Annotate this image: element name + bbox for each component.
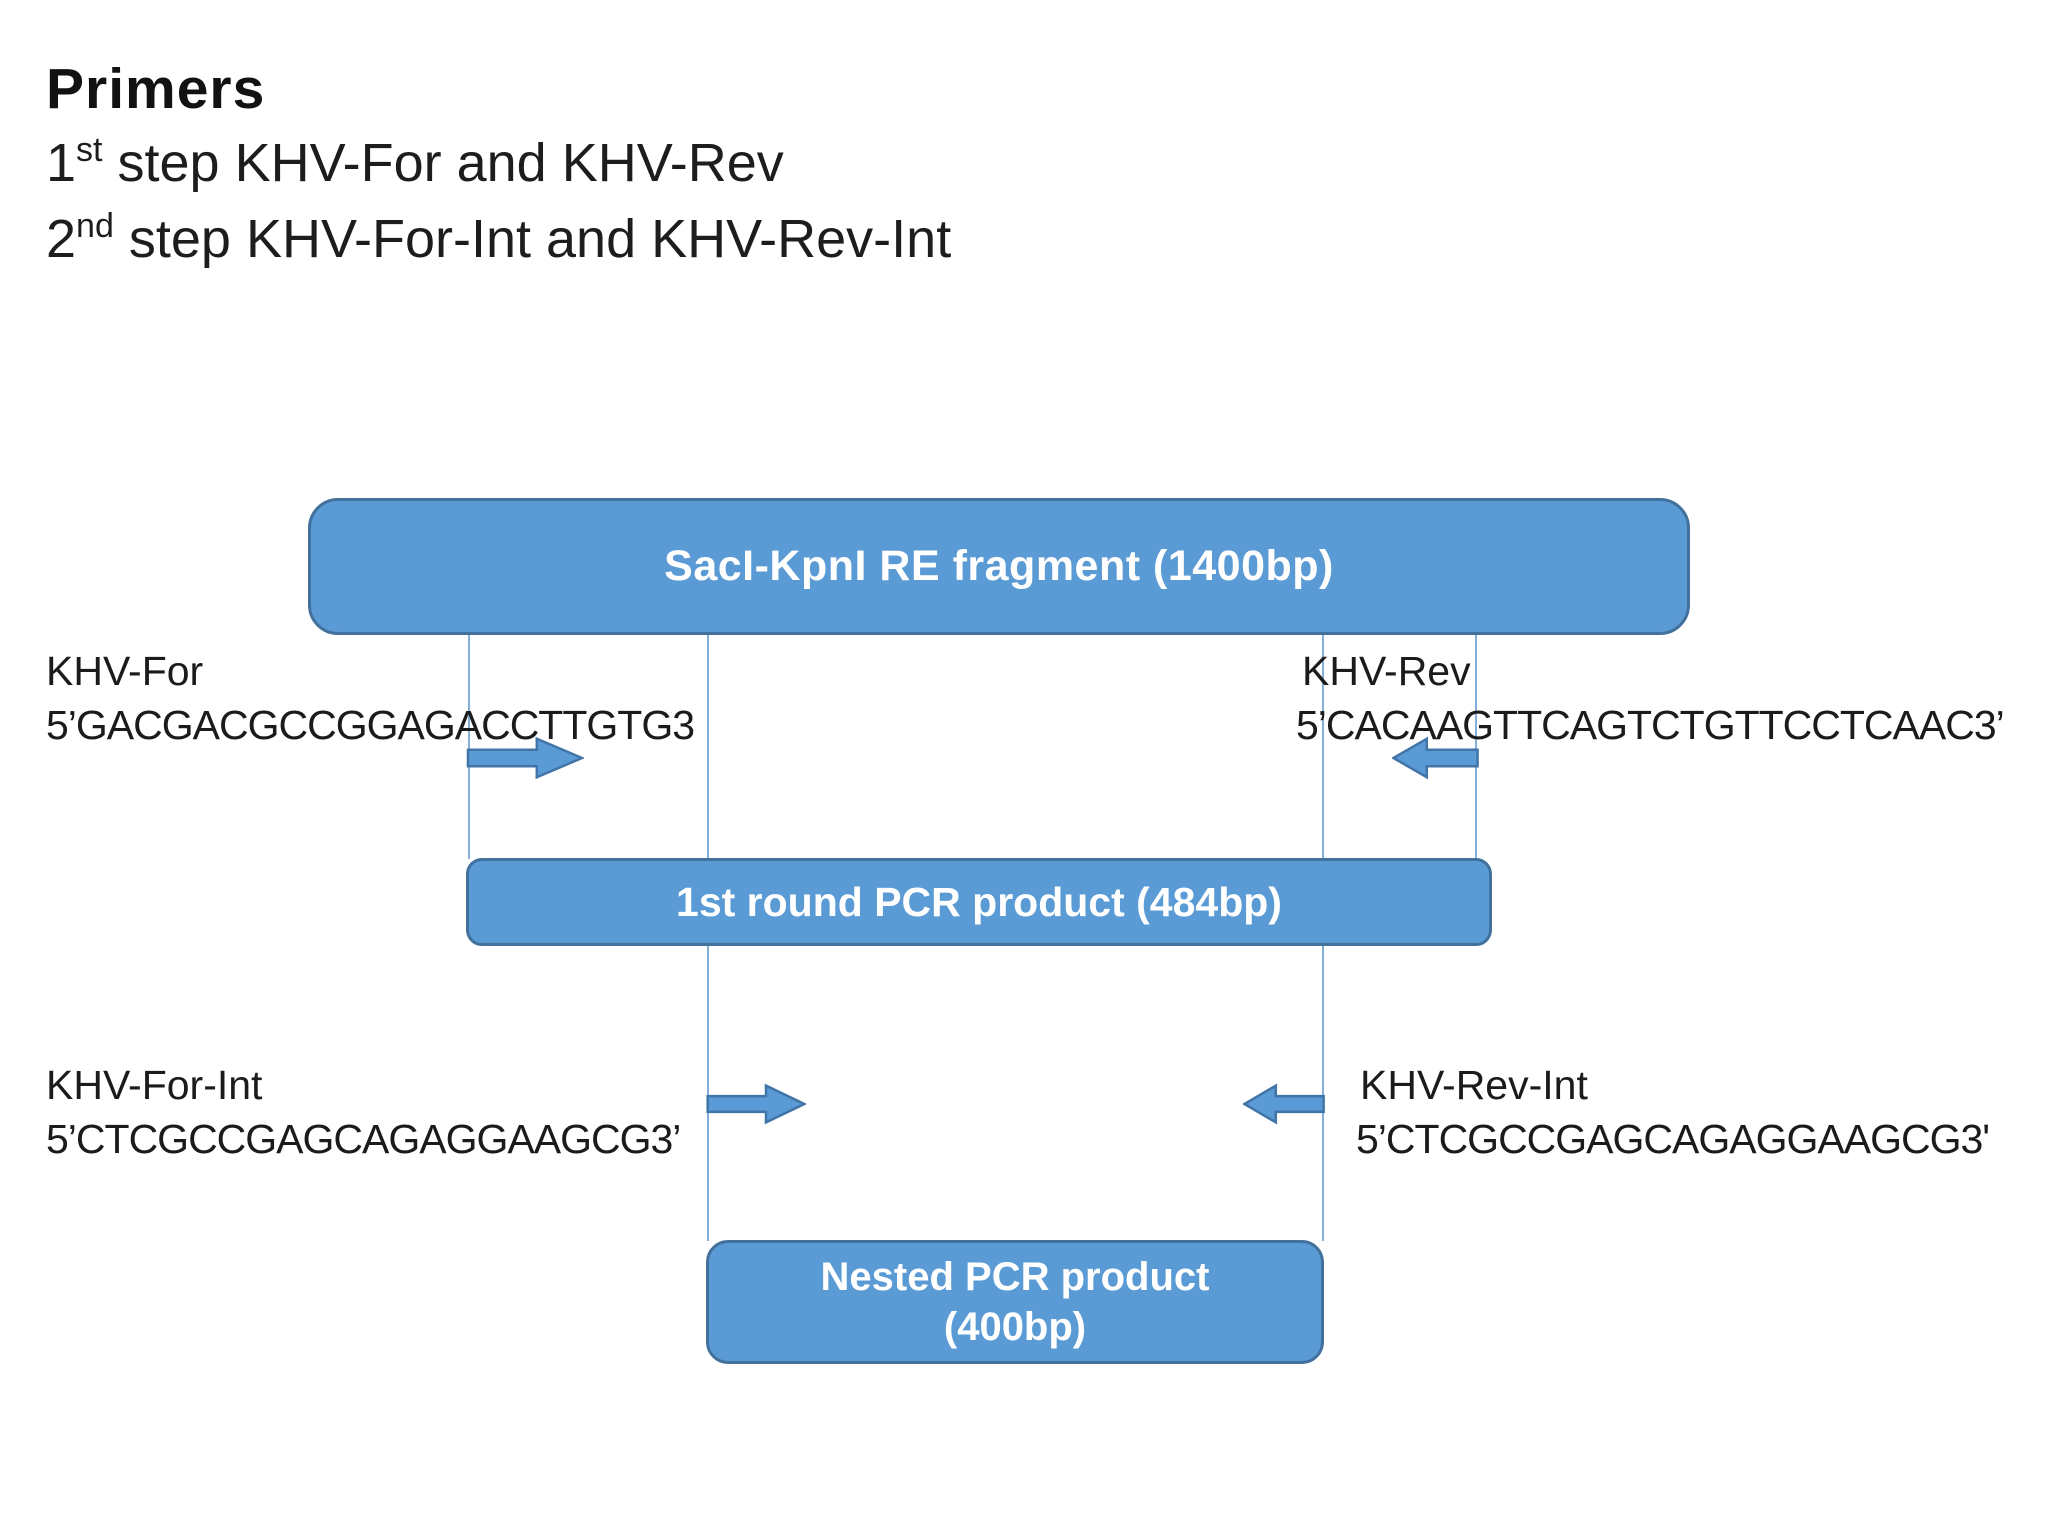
step1-number: 1 (46, 133, 77, 193)
first-round-pcr-box: 1st round PCR product (484bp) (466, 858, 1492, 946)
forward-internal-primer-arrow-icon (706, 1083, 806, 1125)
step1-ordinal-suffix: st (76, 131, 103, 169)
khv-for-sequence: 5’GACGACGCCGGAGACCTTGTG3 (46, 702, 695, 748)
step1-text: step KHV-For and KHV-Rev (102, 133, 784, 193)
khv-rev-int-label: KHV-Rev-Int (1360, 1062, 1588, 1108)
khv-for-label: KHV-For (46, 648, 204, 694)
reverse-internal-primer-arrow-icon (1243, 1083, 1325, 1125)
page-title: Primers (46, 57, 266, 121)
re-fragment-box: SacI-KpnI RE fragment (1400bp) (308, 498, 1690, 635)
khv-rev-int-sequence: 5’CTCGCCGAGCAGAGGAAGCG3' (1356, 1116, 1990, 1162)
khv-for-int-sequence: 5’CTCGCCGAGCAGAGGAAGCG3’ (46, 1116, 681, 1162)
step1-line: 1st step KHV-For and KHV-Rev (46, 131, 784, 194)
nested-pcr-box: Nested PCR product (400bp) (706, 1240, 1324, 1364)
step2-line: 2nd step KHV-For-Int and KHV-Rev-Int (46, 207, 952, 270)
step2-text: step KHV-For-Int and KHV-Rev-Int (113, 209, 952, 269)
first-round-pcr-label: 1st round PCR product (484bp) (676, 878, 1282, 925)
nested-pcr-label-line2: (400bp) (943, 1305, 1087, 1349)
re-fragment-label: SacI-KpnI RE fragment (1400bp) (664, 542, 1334, 590)
reverse-primer-arrow-icon (1392, 736, 1479, 780)
forward-primer-arrow-icon (466, 736, 584, 780)
nested-pcr-label-line1: Nested PCR product (820, 1255, 1210, 1299)
khv-rev-sequence: 5’CACAAGTTCAGTCTGTTCCTCAAC3’ (1296, 702, 2005, 748)
connector-line-left-outer (468, 635, 470, 859)
step2-ordinal-suffix: nd (76, 207, 114, 245)
khv-rev-label: KHV-Rev (1302, 648, 1471, 694)
connector-line-right-outer (1475, 635, 1477, 859)
khv-for-int-label: KHV-For-Int (46, 1062, 263, 1108)
step2-number: 2 (46, 209, 77, 269)
